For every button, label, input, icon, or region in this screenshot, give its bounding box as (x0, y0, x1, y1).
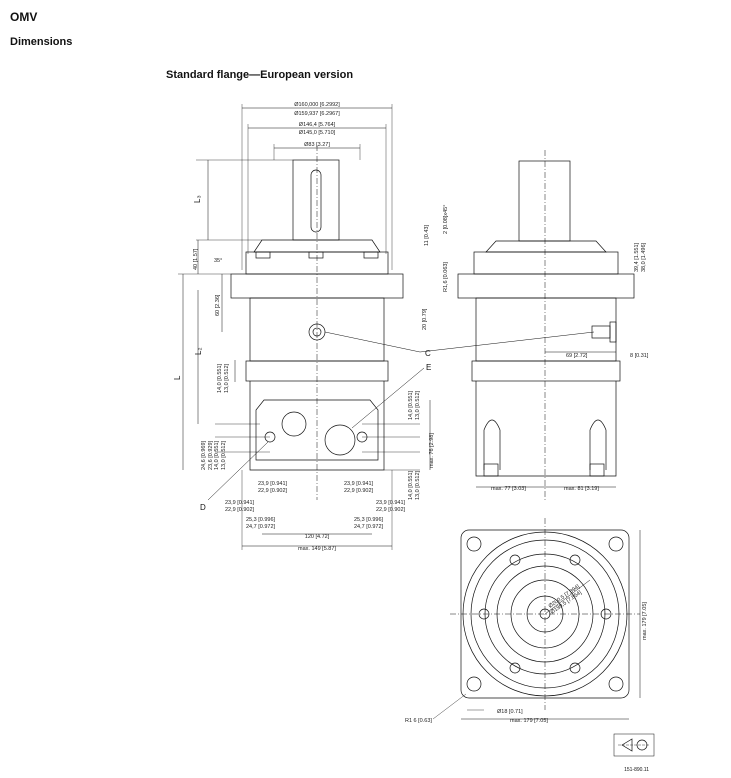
dim-247b: 24,7 [0.972] (354, 524, 384, 530)
front-bolt-2 (363, 251, 379, 259)
dim-flange-od: Ø160,000 [6.2992] (294, 102, 340, 108)
dim-l: L (173, 375, 182, 380)
dim-229a: 22,9 [0.902] (258, 488, 288, 494)
dim-239d: 23,9 [0.941] (376, 500, 406, 506)
callout-d: D (200, 503, 206, 512)
dim-40: 40 [1.57] (193, 248, 199, 270)
dim-60: 60 [2.36] (215, 294, 221, 316)
side-shaft (518, 160, 571, 242)
dim-2x45: 2 [0.08]x45° (443, 205, 449, 234)
dim-120: 120 [4.72] (305, 534, 330, 540)
dim-179v: max. 179 [7.05] (642, 602, 648, 640)
dim-130a: 13,0 [0.512] (224, 363, 230, 393)
side-drain-fitting (591, 325, 611, 339)
dim-395: 39,4 [1.551] (634, 242, 640, 272)
dim-234: 23,6 [0.929] (208, 440, 214, 470)
dim-229d: 22,9 [0.902] (376, 507, 406, 513)
side-flange-top (473, 251, 619, 275)
callout-e: E (426, 363, 431, 372)
dim-239c: 23,9 [0.941] (225, 500, 255, 506)
end-mount-hole-2 (608, 536, 624, 552)
end-mount-hole-1 (466, 536, 482, 552)
dim-bolt-circle1: Ø146,4 [5.764] (299, 122, 336, 128)
side-foot-left (483, 463, 499, 477)
leader-d (207, 441, 269, 501)
dim-247a: 24,7 [0.972] (246, 524, 276, 530)
leader-c-front (324, 331, 421, 353)
front-view: Ø160,000 [6.2992] Ø159,937 [6.2967] Ø146… (173, 102, 435, 552)
side-lower-body (475, 381, 617, 477)
dim-81: max. 81 [3.19] (564, 486, 599, 492)
end-bolt-2 (569, 554, 581, 566)
dim-shaft-dia: Ø83 [3.27] (304, 142, 330, 148)
dim-253b: 25,3 [0.996] (354, 517, 384, 523)
dim-239a: 23,9 [0.941] (258, 481, 288, 487)
figure-id: 151-890.11 (624, 767, 649, 773)
side-foot-right (589, 463, 605, 477)
front-port-a (281, 411, 307, 437)
leader-c-side (419, 331, 595, 353)
side-rib-right (589, 419, 607, 470)
leader-r16b (432, 693, 467, 720)
dim-130c: 13,0 [0.512] (415, 470, 421, 500)
front-lower-body (249, 381, 385, 471)
dim-229c: 22,9 [0.902] (225, 507, 255, 513)
dim-8: 8 [0.31] (630, 353, 649, 359)
dim-179h: max. 179 [7.05] (510, 718, 548, 724)
product-title: OMV (10, 10, 38, 24)
dim-r16b: R1 6 [0.63] (405, 718, 432, 724)
callout-c: C (425, 349, 431, 358)
dim-l3: L₃ (193, 195, 202, 203)
dim-244: 24,6 [0.969] (201, 440, 207, 470)
dim-140b: 14,0 [0.551] (408, 390, 414, 420)
dim-11: 11 [0.43] (424, 225, 430, 246)
dim-flange-od2: Ø159,937 [6.2967] (294, 111, 340, 117)
dim-r16: R1,6 [0.063] (443, 262, 449, 292)
end-bolt-5 (509, 662, 521, 674)
dim-149: max. 149 [5.87] (298, 546, 336, 552)
dim-130d: 13,0 [0.512] (221, 440, 227, 470)
end-leader-bolt-dia (544, 579, 591, 615)
dim-69: 69 [2.72] (566, 353, 588, 359)
end-mount-hole-4 (608, 676, 624, 692)
side-view: 11 [0.43] 2 [0.08]x45° R1,6 [0.063] 39,4… (419, 150, 649, 500)
dim-140c: 14,0 [0.551] (408, 470, 414, 500)
dim-77: max. 77 [3.03] (491, 486, 526, 492)
front-shaft (292, 159, 340, 241)
dim-bolt-circle2: Ø145,0 [5.710] (299, 130, 336, 136)
dim-76: max. 76 [2.98] (429, 433, 435, 468)
projection-symbol (613, 733, 655, 757)
section-title: Dimensions (10, 36, 73, 48)
projection-box (613, 733, 655, 757)
dim-229b: 22,9 [0.902] (344, 488, 374, 494)
side-flange (457, 273, 635, 299)
side-rib-left (483, 419, 501, 470)
dim-380: 38,0 [1.496] (641, 242, 647, 272)
front-bolt-1 (255, 251, 271, 259)
front-bolt-3 (308, 251, 324, 259)
end-view: Ø200,5 [7.894] Ø199,5 [7.854] max. 179 [… (405, 518, 648, 724)
end-bolt-4 (569, 662, 581, 674)
dim-20: 20 [0.79] (422, 308, 428, 330)
end-mount-hole-3 (466, 676, 482, 692)
side-body (475, 297, 617, 362)
front-port-e (324, 424, 356, 456)
drawing-subtitle: Standard flange—European version (166, 69, 354, 81)
side-pilot (485, 240, 607, 253)
dim-140a: 14,0 [0.551] (217, 363, 223, 393)
dim-angle: 35° (214, 258, 222, 264)
side-drain-nut (609, 321, 617, 343)
front-keyway (310, 169, 322, 233)
dim-hole18: Ø18 [0.71] (497, 709, 523, 715)
front-port-block (255, 399, 379, 461)
leader-e (351, 367, 425, 429)
dim-130b: 13,0 [0.512] (415, 390, 421, 420)
dim-239b: 23,9 [0.941] (344, 481, 374, 487)
end-bolt-1 (509, 554, 521, 566)
dim-140d: 14,0 [0.551] (214, 440, 220, 470)
dim-253a: 25,3 [0.996] (246, 517, 276, 523)
dim-l2: L₂ (194, 347, 203, 355)
side-body-band (471, 360, 621, 382)
